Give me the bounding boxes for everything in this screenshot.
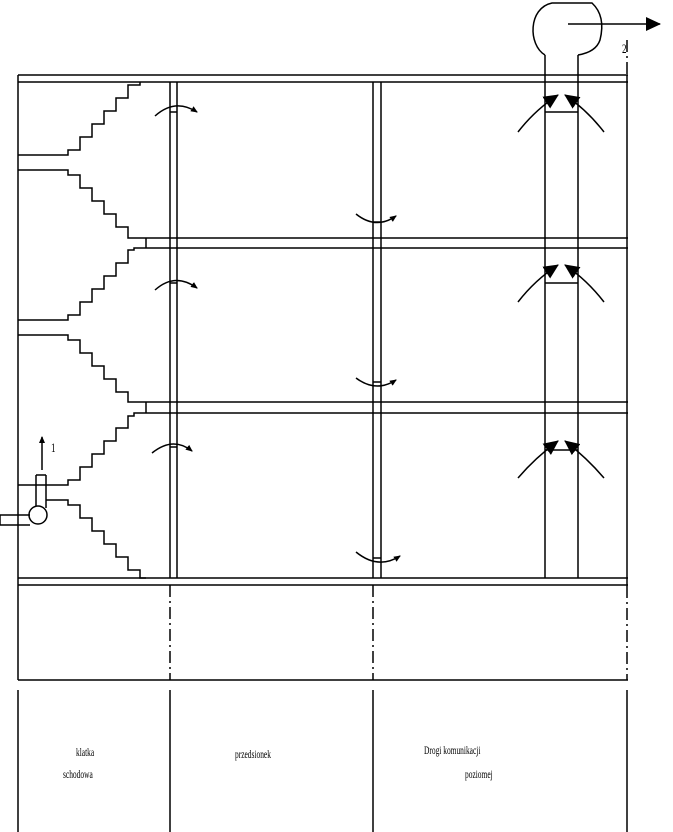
zone-label-stairwell-line1: klatka [76,745,95,759]
shaft-inlet-arrows [517,94,605,479]
exhaust-shaft [544,55,579,578]
zone-label-stairwell-line2: schodowa [63,767,93,781]
door-airflow-arrows [151,105,401,563]
zone-label-corridor-line2: poziomej [465,767,493,781]
legend-table [17,690,628,832]
zone-dividers [169,40,628,680]
floor-slabs [145,237,628,414]
vestibule-walls [169,82,382,578]
marker-1-label: 1 [51,440,56,455]
zone-label-vestibule: przedsionek [235,747,271,761]
supply-fan [0,436,48,526]
staircase-flights [18,82,146,579]
marker-2-label: 2 [622,41,627,56]
building-outline [17,74,628,681]
exhaust-fan [532,2,661,56]
zone-label-corridor-line1: Drogi komunikacji [424,743,481,757]
